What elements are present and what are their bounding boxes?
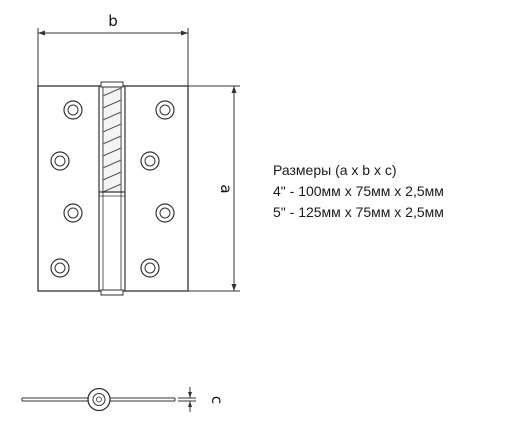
- screw-holes-left: [50, 100, 83, 278]
- spec-row-5-inch: 5" - 125мм х 75мм х 2,5мм: [273, 204, 444, 220]
- spec-heading: Размеры (а х b х c): [273, 162, 397, 178]
- thickness-dimension: [178, 387, 196, 412]
- thickness-label: c: [208, 396, 226, 404]
- width-dimension: [37, 28, 189, 86]
- size-specifications: Размеры (а х b х c) 4" - 100мм х 75мм х …: [273, 160, 444, 223]
- spec-row-4-inch: 4" - 100мм х 75мм х 2,5мм: [273, 183, 444, 199]
- width-label: b: [108, 12, 118, 30]
- hinge-side-profile: [21, 387, 176, 412]
- hinge-plate: [37, 81, 189, 296]
- pin-bottom-cap: [100, 289, 124, 296]
- height-dimension: [188, 85, 240, 292]
- knuckle-hatching: [102, 85, 122, 193]
- height-label: a: [217, 184, 235, 193]
- screw-holes-right: [140, 100, 175, 278]
- pin-top-cap: [100, 81, 124, 88]
